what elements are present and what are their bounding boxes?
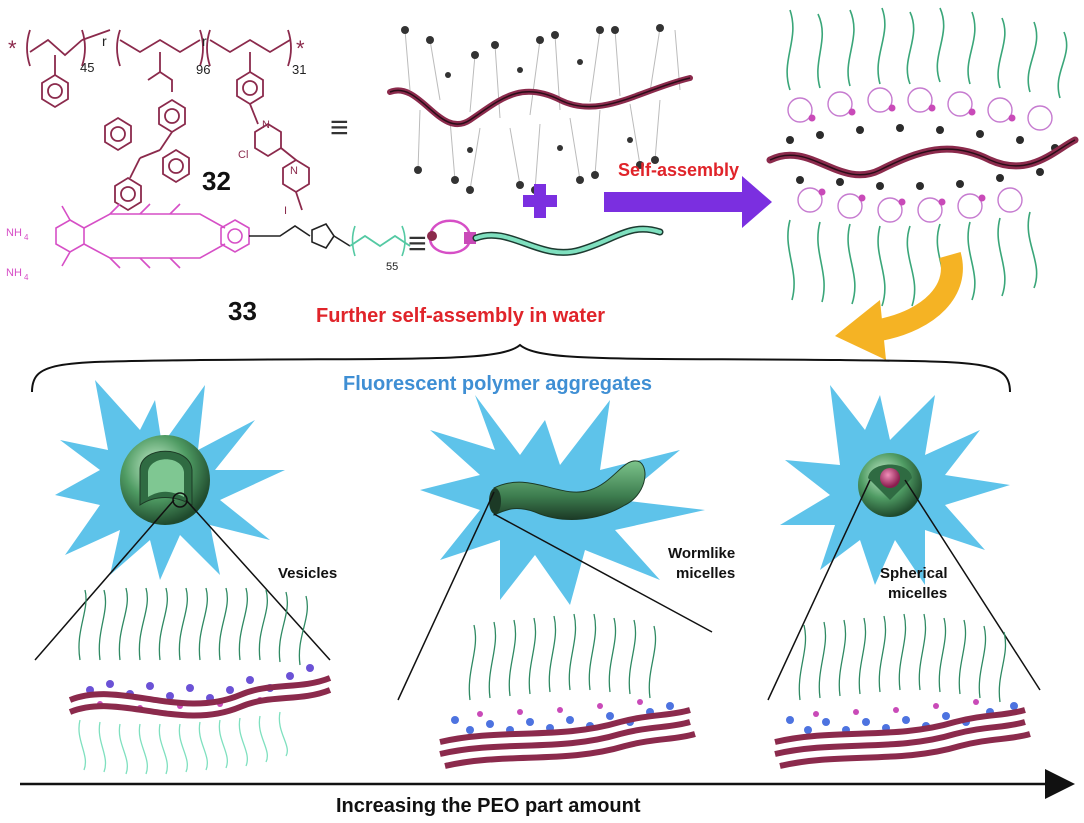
polymer-32-cartoon [387,24,693,194]
grouping-brace [31,343,1011,393]
vesicle-aggregate [55,380,285,580]
plus-icon [523,184,557,218]
nh4-subscript-1: 4 [24,233,29,242]
assembled-complex [766,7,1079,307]
nh4-subscript-2: 4 [24,273,29,282]
spherical-label-line1: Spherical [880,565,948,582]
equivalence-sign-1: ≡ [330,109,349,145]
self-assembly-label: Self-assembly [618,160,739,180]
vesicle-bundle [68,587,332,775]
wormlike-bundle [439,613,696,769]
subscript-45: 45 [80,60,94,75]
fluorescent-aggregates-label: Fluorescent polymer aggregates [343,373,652,395]
chloride-ion: Cl [238,149,248,161]
spherical-aggregate [780,385,1010,585]
star-right: * [296,36,305,61]
subscript-31: 31 [292,62,306,77]
n-plus-2: N [290,165,298,177]
vesicles-label: Vesicles [278,565,337,582]
polymer-32-structure [26,29,310,212]
polymer-33-cartoon [427,219,664,256]
polymer-32-number: 32 [202,166,231,196]
polymer-32-labels: * * 45 r 96 r 31 N Cl N I [8,33,306,217]
peo-chain [349,234,411,248]
polymer-33-structure [55,203,250,269]
further-assembly-arrow [835,251,963,360]
wormlike-aggregate [420,395,705,605]
subscript-96: 96 [196,62,210,77]
triazole-ring [311,223,335,249]
random-r1: r [102,33,107,49]
self-assembly-arrow [604,176,772,228]
zoom-lines [34,479,1041,701]
random-r2: r [202,33,207,49]
ammonium-2: NH [6,267,22,279]
iodide-ion: I [284,205,287,217]
polymer-33-labels: NH NH 4 4 [6,227,29,282]
polymer-33-number: 33 [228,296,257,326]
star-left: * [8,36,17,61]
equivalence-sign-2: ≡ [408,225,427,261]
further-self-assembly-label: Further self-assembly in water [316,305,605,327]
spherical-label-line2: micelles [888,585,947,602]
spherical-bundle [774,613,1031,769]
micelle-core [880,468,900,488]
wormlike-label-line2: micelles [676,565,735,582]
wormlike-label-line1: Wormlike [668,545,735,562]
subscript-55: 55 [386,261,398,273]
increasing-peo-label: Increasing the PEO part amount [336,795,641,817]
n-plus-1: N [262,119,270,131]
ammonium-1: NH [6,227,22,239]
